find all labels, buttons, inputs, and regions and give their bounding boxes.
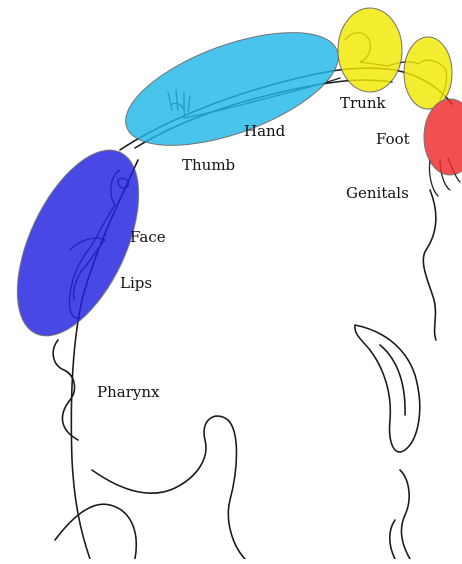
- trunk-label: Trunk: [340, 96, 386, 111]
- ventricle-shape: [355, 325, 420, 452]
- lower-gyrus-contour: [55, 504, 136, 559]
- face-label: Face: [130, 230, 166, 245]
- brainstem-contour: [92, 416, 245, 559]
- foot-label: Foot: [376, 132, 410, 147]
- leg-region-highlight: [404, 37, 452, 109]
- hand-label: Hand: [244, 124, 285, 139]
- lower-right-contour: [400, 470, 410, 559]
- trunk-region-highlight: [338, 8, 402, 92]
- lower-right-contour-2: [390, 520, 395, 559]
- lips-label: Lips: [120, 276, 152, 291]
- genitals-label: Genitals: [346, 186, 409, 201]
- pharynx-label: Pharynx: [97, 385, 159, 400]
- midline-border: [423, 190, 436, 340]
- hand-region-highlight: [112, 9, 353, 168]
- thumb-label: Thumb: [182, 158, 235, 173]
- ventricle-inner: [380, 345, 405, 415]
